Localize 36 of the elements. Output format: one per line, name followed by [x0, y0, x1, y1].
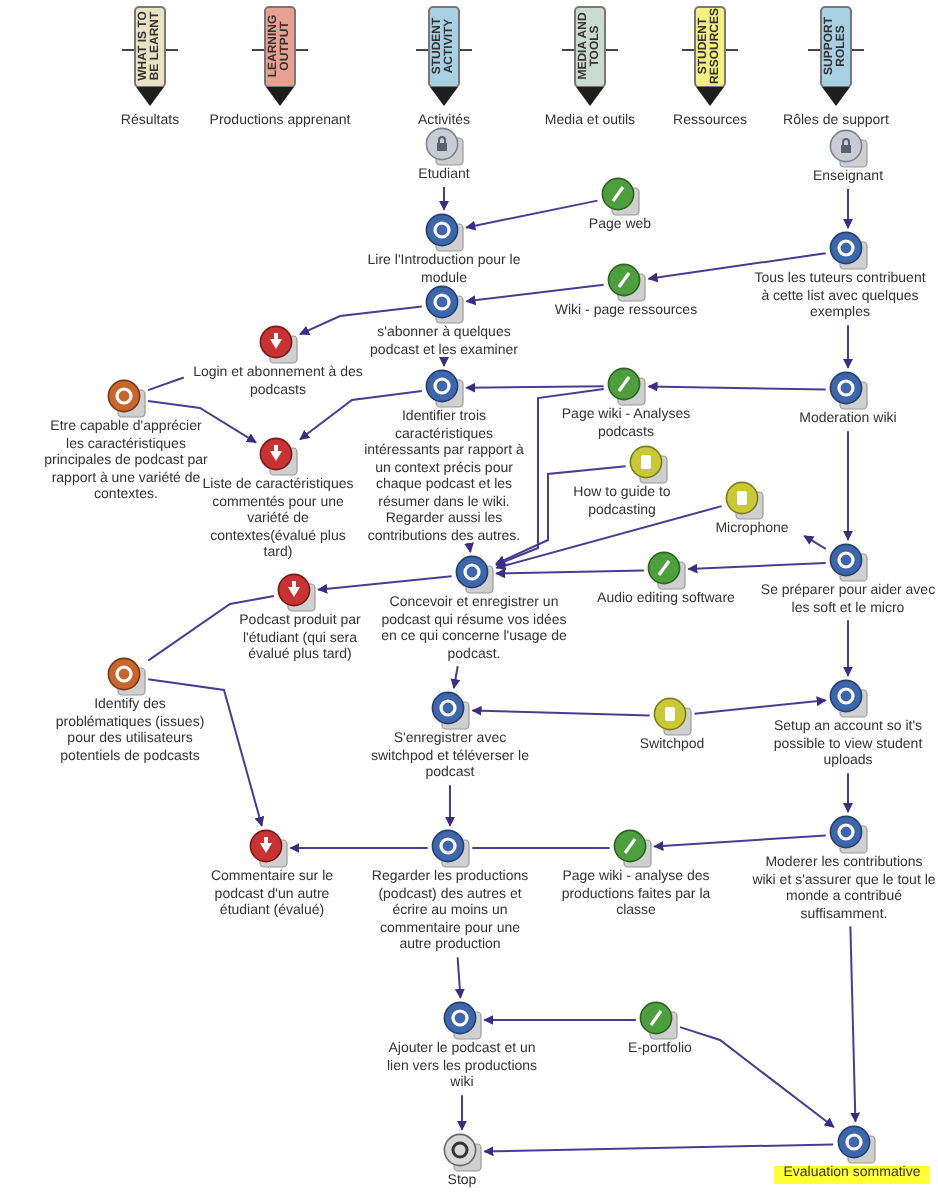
arrow [450, 665, 461, 689]
arrow [843, 772, 853, 813]
arrow [483, 1143, 835, 1157]
arrow [495, 388, 605, 567]
arrow [849, 925, 861, 1123]
arrow [439, 186, 449, 211]
arrow [439, 356, 449, 367]
arrow [147, 678, 265, 827]
arrow [647, 381, 827, 392]
arrow [464, 542, 474, 553]
arrow [465, 199, 599, 231]
arrow [454, 956, 465, 999]
arrow [147, 400, 257, 444]
arrow [483, 1015, 637, 1025]
arrow [457, 1094, 467, 1131]
arrow [693, 696, 827, 715]
arrow [495, 505, 723, 571]
arrow [495, 568, 645, 579]
arrow [843, 619, 853, 677]
arrow [679, 1026, 835, 1129]
arrow [299, 389, 423, 441]
arrow [687, 562, 827, 574]
arrow [803, 534, 827, 550]
arrow [317, 575, 453, 594]
arrow [465, 283, 605, 306]
arrow [495, 465, 627, 565]
arrow [653, 834, 827, 851]
arrow [647, 252, 827, 283]
arrow [843, 188, 853, 229]
arrow [471, 705, 651, 717]
arrow [289, 843, 429, 853]
arrow [299, 305, 423, 336]
arrow [843, 324, 853, 369]
arrow [843, 430, 853, 541]
arrow [445, 784, 455, 827]
arrow [465, 382, 605, 393]
